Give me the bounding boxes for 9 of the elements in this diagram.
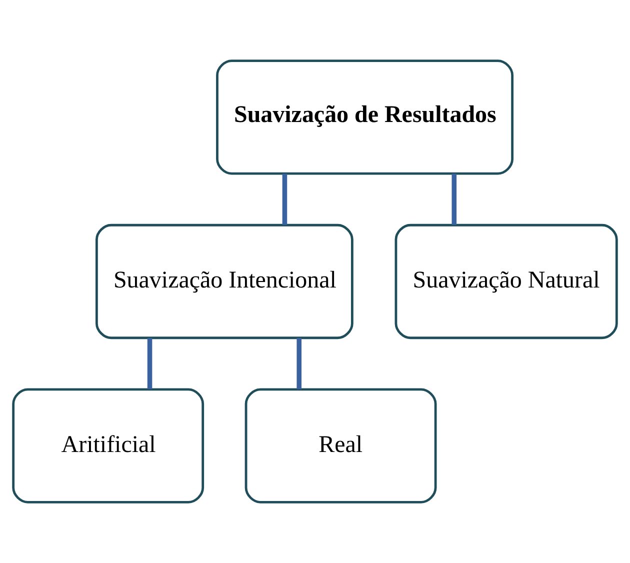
node-box: Suavização Intencional (96, 224, 354, 340)
node-box: Suavização Natural (394, 224, 618, 340)
connector (147, 338, 152, 390)
connector (282, 174, 288, 225)
node-box: Real (244, 388, 437, 504)
connector (296, 338, 302, 390)
connector (452, 174, 457, 225)
node-box: Suavização de Resultados (216, 60, 514, 175)
node-box: Aritificial (12, 388, 204, 504)
